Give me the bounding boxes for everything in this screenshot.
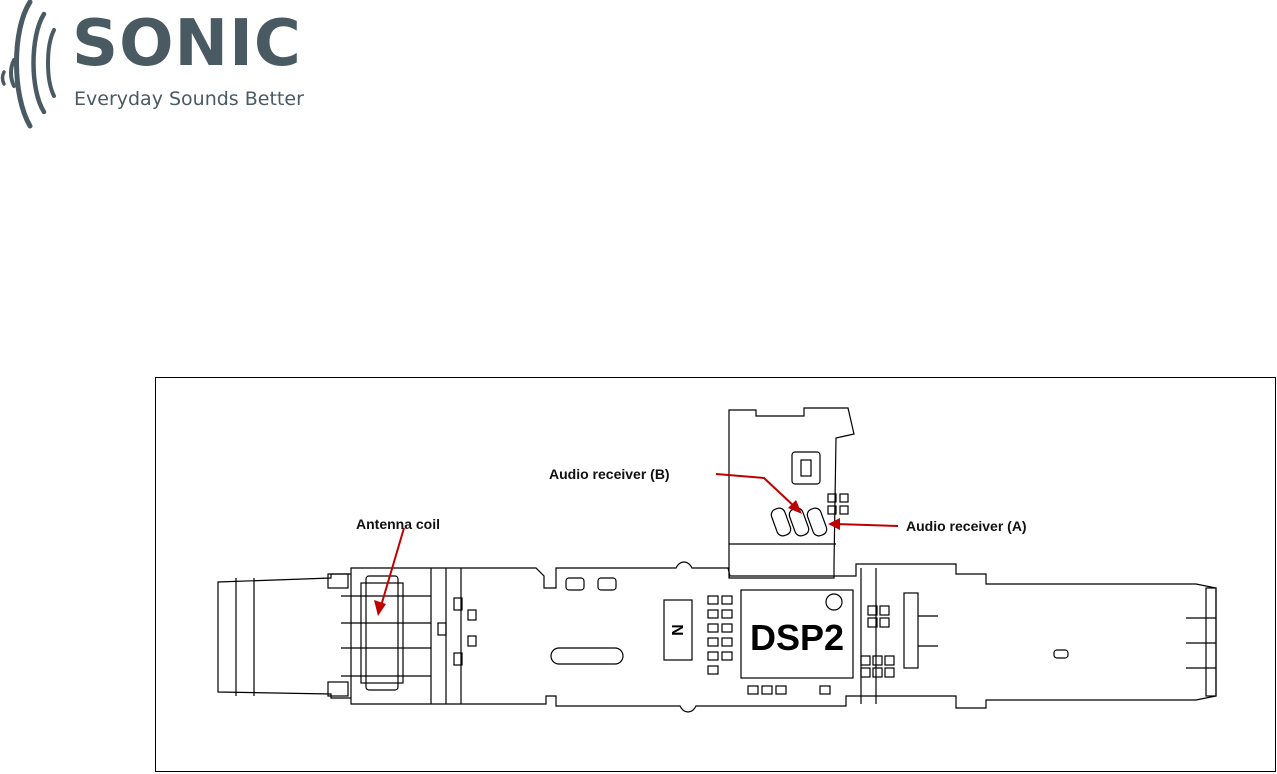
antenna-coil-arrow bbox=[381, 528, 404, 606]
sound-waves-icon bbox=[0, 0, 70, 130]
dsp2-chip-label: DSP2 bbox=[750, 617, 844, 658]
audio-receiver-b-label: Audio receiver (B) bbox=[549, 466, 670, 482]
pcb-drawing: DSP2 N bbox=[156, 378, 1277, 773]
audio-receiver-a-label: Audio receiver (A) bbox=[906, 518, 1027, 534]
audio-receiver-slug-1 bbox=[770, 506, 793, 537]
brand-name: SONIC bbox=[72, 12, 302, 76]
right-connector bbox=[904, 593, 918, 668]
left-connector bbox=[218, 574, 351, 698]
audio-receiver-a-arrow bbox=[836, 524, 898, 526]
audio-receiver-b-arrow bbox=[716, 474, 796, 508]
circuit-board-diagram: DSP2 N Antenna coil Audio receiver (B) A… bbox=[155, 377, 1276, 772]
daughter-board bbox=[729, 408, 854, 578]
board-slot bbox=[551, 648, 623, 664]
antenna-coil bbox=[366, 576, 398, 690]
brand-tagline: Everyday Sounds Better bbox=[74, 88, 304, 110]
brand-logo: SONIC Everyday Sounds Better bbox=[0, 0, 345, 130]
antenna-coil-label: Antenna coil bbox=[356, 516, 440, 532]
ic-marking: N bbox=[668, 624, 685, 636]
audio-receiver-slug-3 bbox=[806, 506, 829, 537]
receiver-chip bbox=[792, 452, 820, 484]
